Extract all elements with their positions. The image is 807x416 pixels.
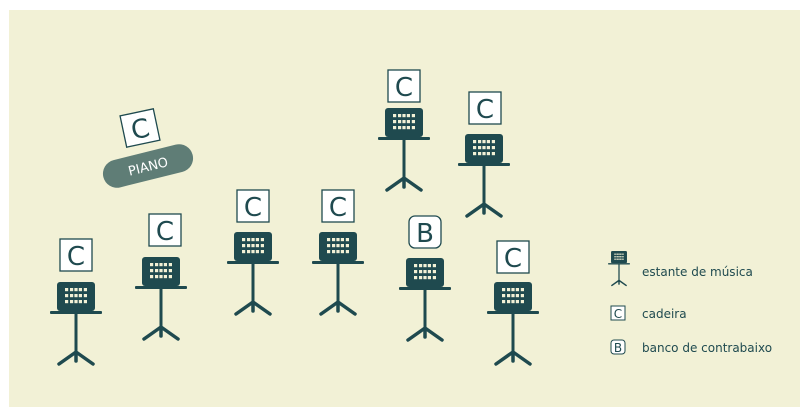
music-stand-icon (376, 106, 432, 192)
seating-diagram: C C C C B C C C PIANO C estante de música C cad… (9, 10, 800, 407)
seat-letter: C (395, 73, 413, 103)
music-stand-icon (607, 250, 631, 287)
music-stand-group: C (48, 238, 104, 366)
seat-letter: B (416, 219, 434, 249)
seat-letter: C (156, 217, 174, 247)
legend: estante de música C cadeira B banco de c… (607, 250, 772, 355)
music-stand-icon (48, 280, 104, 366)
chair-seat: C (59, 238, 93, 272)
svg-text:B: B (614, 341, 622, 355)
music-stand-group: B (397, 215, 453, 342)
chair-seat: C (496, 240, 530, 274)
music-stand-group: C (133, 213, 189, 341)
chair-seat: C (468, 91, 502, 125)
chair-seat: C (148, 213, 182, 247)
chair-seat: C (387, 69, 421, 103)
svg-text:C: C (614, 307, 622, 321)
music-stand-icon (133, 255, 189, 341)
legend-label-chair: cadeira (642, 307, 687, 321)
music-stand-icon (310, 230, 366, 316)
seat-letter: C (329, 193, 347, 223)
music-stand-icon (397, 256, 453, 342)
seat-letter: C (244, 193, 262, 223)
piano: PIANO (102, 144, 194, 188)
music-stand-group: C (456, 91, 512, 218)
music-stand-icon (225, 230, 281, 316)
music-stand-icon (485, 280, 541, 366)
seat-letter: C (67, 242, 85, 272)
music-stand-group: C (485, 240, 541, 366)
seat-letter: C (476, 95, 494, 125)
chair-seat: C (236, 189, 270, 223)
piano-chair-letter: C (128, 113, 152, 146)
chair-seat: C (321, 189, 355, 223)
seat-letter: C (504, 244, 522, 274)
legend-label-stand: estante de música (642, 265, 753, 279)
music-stand-group: C (376, 69, 432, 192)
music-stand-icon (456, 132, 512, 218)
chair-icon: C (610, 305, 626, 321)
music-stand-group: C (310, 189, 366, 316)
bass-bench-seat: B (408, 215, 442, 249)
legend-label-bass-bench: banco de contrabaixo (642, 341, 772, 355)
piano-chair: C (119, 108, 161, 148)
music-stand-group: C (225, 189, 281, 316)
bass-bench-icon: B (610, 339, 626, 355)
